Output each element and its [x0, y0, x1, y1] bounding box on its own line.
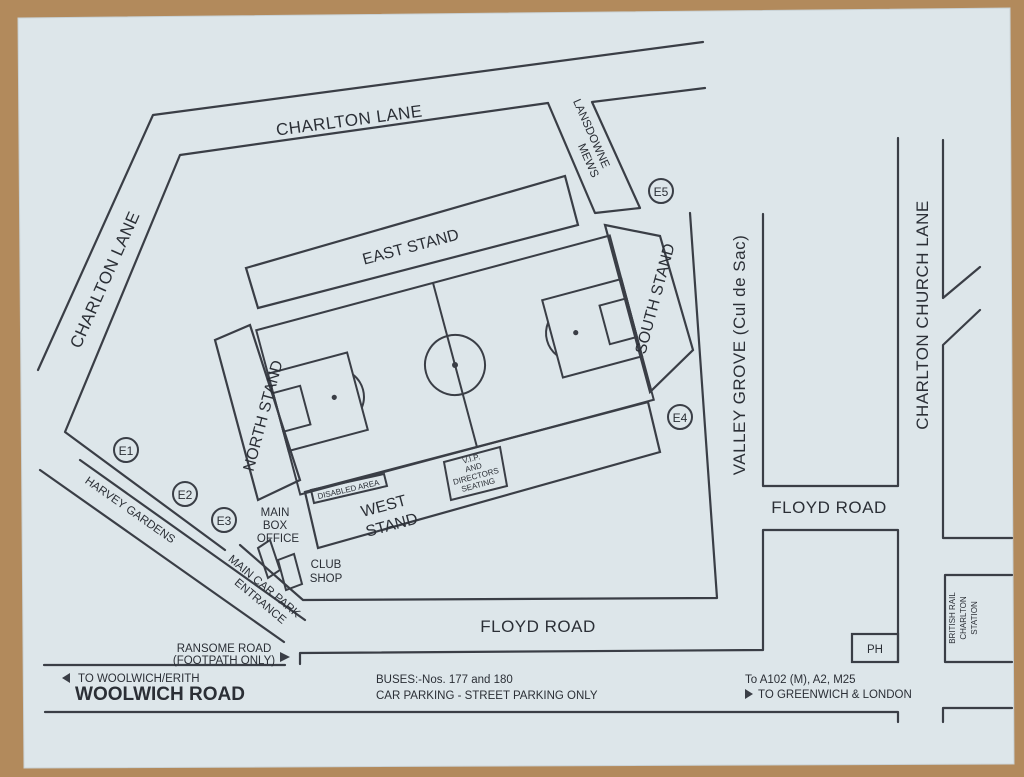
label-charlton-church-lane: CHARLTON CHURCH LANE	[913, 200, 932, 429]
stadium	[213, 174, 695, 592]
pitch	[255, 234, 655, 496]
label-buses: BUSES:-Nos. 177 and 180	[376, 674, 513, 686]
entrance-e4: E4	[673, 411, 688, 425]
label-floyd-road-right: FLOYD ROAD	[771, 498, 887, 517]
label-office: OFFICE	[257, 533, 299, 545]
vip-line-2: AND	[464, 461, 483, 474]
paper	[17, 7, 1015, 769]
entrance-e2: E2	[178, 488, 193, 502]
east-stand	[244, 174, 580, 310]
label-car-parking: CAR PARKING - STREET PARKING ONLY	[376, 690, 598, 702]
label-ransome-road: RANSOME ROAD	[177, 643, 272, 655]
ransome-arrow-icon	[280, 652, 290, 662]
label-to-a102: To A102 (M), A2, M25	[745, 674, 856, 686]
disabled-area-box	[309, 472, 389, 505]
label-box: BOX	[263, 520, 288, 532]
label-to-greenwich: TO GREENWICH & LONDON	[758, 689, 912, 701]
station-line-2: CHARLTON	[959, 596, 968, 639]
label-footpath-only: (FOOTPATH ONLY)	[173, 655, 275, 667]
entrances: E1 E2 E3 E4 E5	[113, 178, 693, 533]
station-line-3: STATION	[970, 601, 979, 635]
arrow-left-icon	[62, 673, 70, 683]
club-shop-shape	[276, 552, 304, 592]
arrow-right-icon	[745, 689, 753, 699]
south-stand	[603, 223, 695, 395]
label-valley-grove: VALLEY GROVE (Cul de Sac)	[730, 235, 749, 476]
vip-box	[442, 445, 509, 502]
entrance-e5: E5	[654, 185, 669, 199]
station-line-1: BRITISH RAIL	[948, 592, 957, 644]
label-shop: SHOP	[310, 573, 343, 585]
north-stand	[213, 323, 302, 502]
label-ph: PH	[867, 644, 883, 656]
label-to-woolwich: TO WOOLWICH/ERITH	[78, 673, 200, 685]
label-club: CLUB	[311, 559, 342, 571]
road-lines	[36, 40, 1014, 724]
label-main: MAIN	[261, 507, 290, 519]
station-label: BRITISH RAIL CHARLTON STATION	[948, 592, 979, 644]
label-woolwich-road: WOOLWICH ROAD	[75, 684, 245, 705]
vip-line-1: V.I.P.	[461, 452, 481, 465]
entrance-e1: E1	[119, 444, 134, 458]
entrance-e3: E3	[217, 514, 232, 528]
label-floyd-road-bottom: FLOYD ROAD	[480, 617, 596, 636]
